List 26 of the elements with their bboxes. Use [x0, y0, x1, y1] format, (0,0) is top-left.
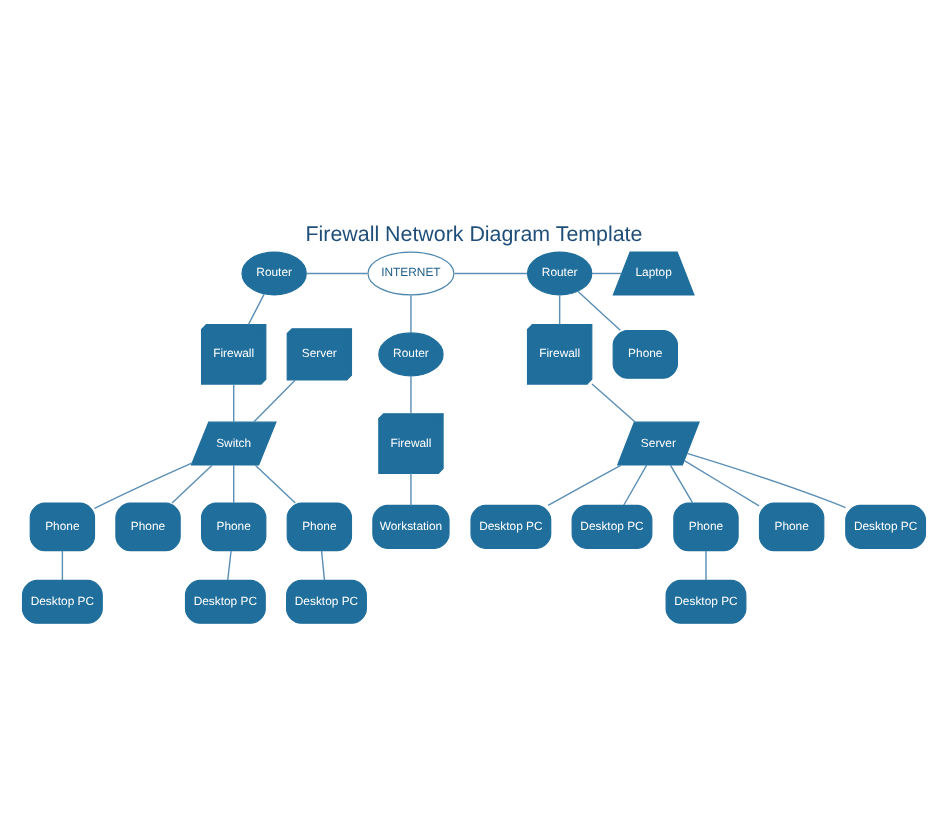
connector — [591, 271, 623, 274]
connector — [232, 382, 235, 422]
connector — [320, 549, 326, 580]
connector — [547, 463, 622, 505]
connector — [591, 382, 637, 422]
connector — [171, 463, 213, 503]
connector — [254, 463, 297, 503]
connector — [623, 463, 648, 505]
connector — [669, 463, 694, 503]
connector — [253, 378, 296, 422]
connector — [247, 292, 265, 325]
connector — [410, 293, 412, 333]
connector — [93, 461, 194, 509]
connector — [410, 374, 412, 414]
connector — [705, 549, 707, 580]
connector — [577, 289, 622, 331]
connector — [558, 293, 561, 325]
connector — [227, 549, 232, 580]
connector — [306, 271, 369, 274]
connector — [686, 451, 847, 508]
connector — [61, 549, 64, 580]
connector — [232, 463, 235, 503]
connector — [410, 471, 412, 506]
connector — [683, 458, 760, 506]
diagram-title: Firewall Network Diagram Template — [305, 221, 643, 246]
connector — [453, 271, 528, 274]
